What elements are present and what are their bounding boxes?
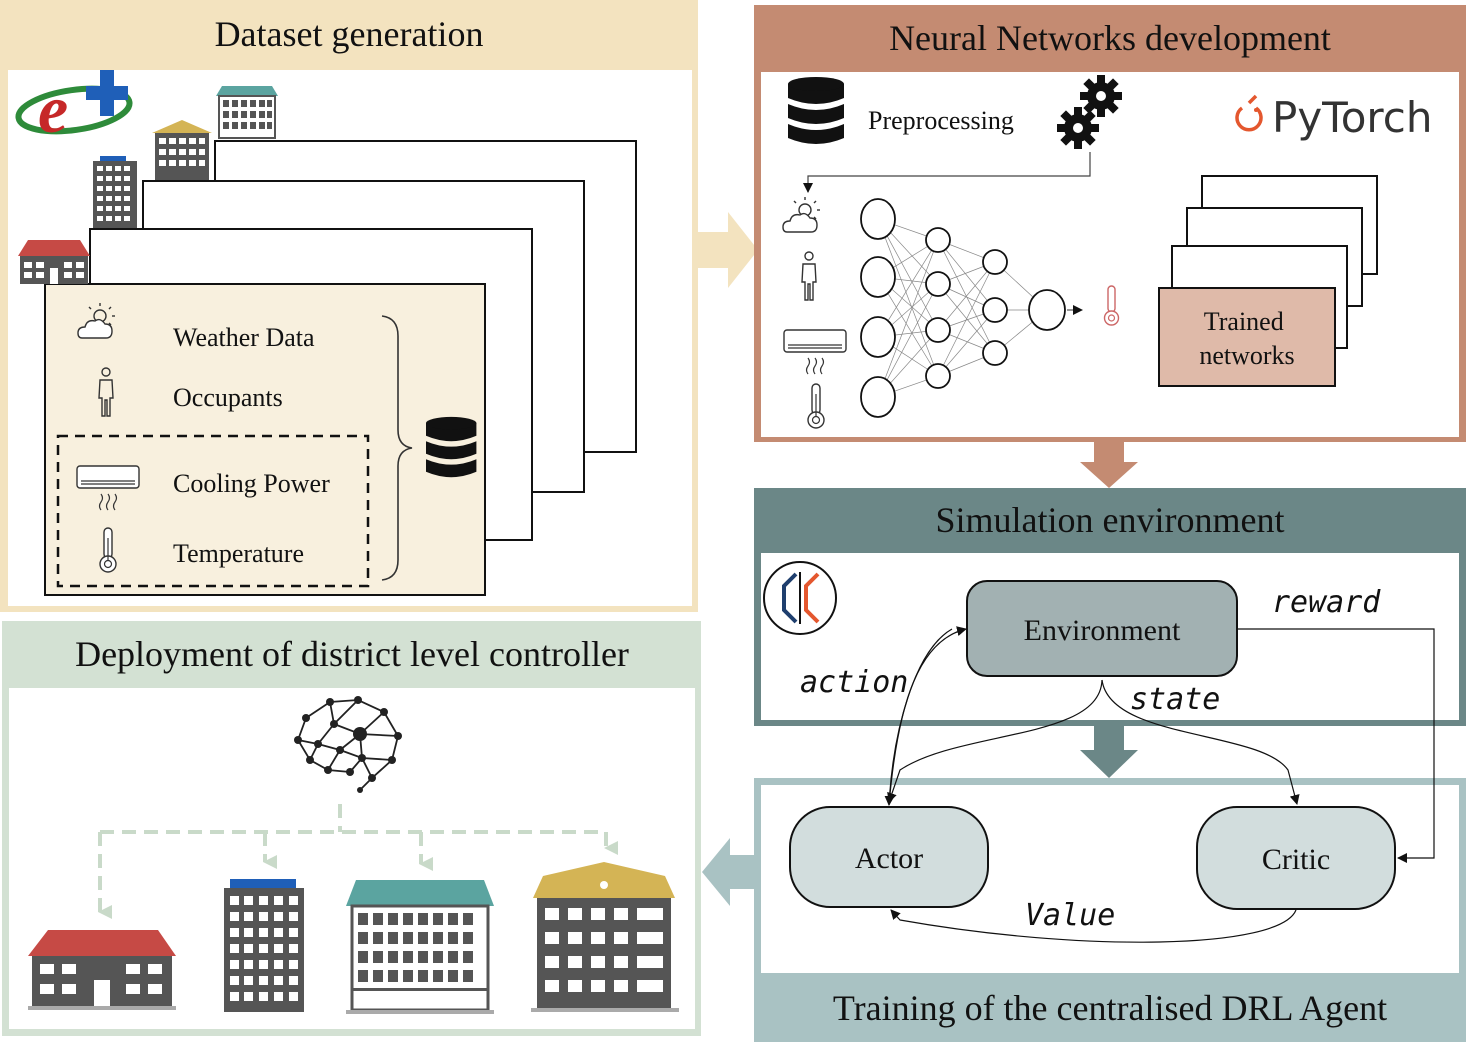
building-icon-red-small xyxy=(18,240,90,284)
building-icon-teal-small xyxy=(216,86,278,139)
pytorch-logo: PyTorch xyxy=(1235,93,1432,142)
building-gold-large xyxy=(531,862,679,1012)
state-label: state xyxy=(1130,682,1220,717)
energyplus-logo: e xyxy=(15,70,133,147)
actor-label: Actor xyxy=(855,842,923,875)
dataset-input-cooling: Cooling Power xyxy=(173,469,330,498)
dataset-title: Dataset generation xyxy=(215,14,484,54)
citylearn-logo xyxy=(763,561,837,635)
trained-networks-label: Trained networks xyxy=(1199,307,1294,370)
svg-text:e: e xyxy=(38,71,68,147)
dataset-input-weather: Weather Data xyxy=(173,323,315,352)
target-variables-box xyxy=(56,434,370,588)
arrow-dataset-to-nn xyxy=(698,212,758,288)
building-icon-gold-small xyxy=(152,120,212,180)
gear-icon xyxy=(1080,75,1122,117)
trained-networks-line2: networks xyxy=(1199,341,1294,370)
building-icon-tower-small xyxy=(93,156,137,228)
reward-label: reward xyxy=(1272,585,1381,620)
building-tower-large xyxy=(224,879,304,1012)
nn-nodes xyxy=(860,198,1066,418)
gear-icon-small xyxy=(1057,107,1099,149)
arrow-training-to-deploy xyxy=(702,838,754,906)
building-red-large xyxy=(28,930,176,1010)
training-title: Training of the centralised DRL Agent xyxy=(833,988,1387,1028)
preprocessing-label: Preprocessing xyxy=(868,106,1014,135)
building-teal-large xyxy=(346,880,494,1014)
brain-network-icon xyxy=(294,696,402,793)
dataset-input-temperature: Temperature xyxy=(173,539,304,568)
arrow-sim-to-training xyxy=(1080,726,1138,778)
actor-box xyxy=(789,806,989,908)
environment-label: Environment xyxy=(1024,614,1181,647)
simulation-title: Simulation environment xyxy=(936,500,1285,540)
dataset-stack xyxy=(44,140,637,596)
value-label: Value xyxy=(1025,898,1115,933)
nn-output-thermometer-icon xyxy=(1103,285,1120,326)
pytorch-label: PyTorch xyxy=(1272,93,1432,142)
trained-networks-line1: Trained xyxy=(1204,307,1284,336)
dataset-input-occupants: Occupants xyxy=(173,383,283,412)
action-label: action xyxy=(800,665,908,700)
curly-brace xyxy=(381,315,413,581)
critic-box xyxy=(1196,806,1396,910)
arrow-nn-to-sim xyxy=(1080,442,1138,488)
database-icon xyxy=(426,416,477,478)
rl-loop-arrows xyxy=(884,626,1435,943)
preprocessing-arrow xyxy=(803,152,1091,193)
trained-networks-stack xyxy=(1158,175,1378,387)
nn-database-icon xyxy=(788,77,844,144)
deployment-title: Deployment of district level controller xyxy=(75,634,629,674)
deployment-dashed-arrows xyxy=(98,804,618,919)
nn-title: Neural Networks development xyxy=(889,18,1331,58)
critic-label: Critic xyxy=(1262,843,1330,876)
